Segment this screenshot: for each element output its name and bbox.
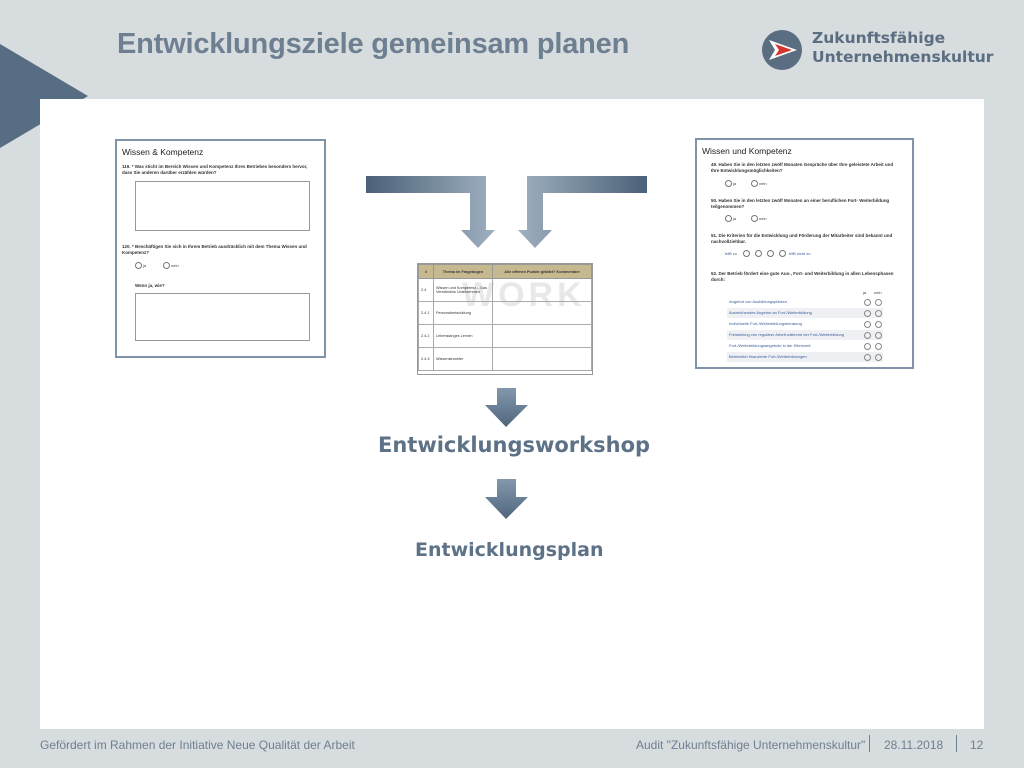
question-51: 51. Die Kriterien für die Entwicklung un… <box>711 233 893 244</box>
q51-scale-right-label: trifft nicht zu <box>789 251 811 256</box>
radio-yes-label: ja <box>143 263 147 268</box>
questionnaire-thumbnail-left: Wissen & Kompetenz 119. * Was sticht im … <box>115 139 326 358</box>
table-row: 2.4.3 Wissenstransfer <box>418 347 592 371</box>
q49-no-label: nein <box>759 181 767 186</box>
footer-separator <box>956 735 957 752</box>
footer-date: 28.11.2018 <box>884 738 944 752</box>
slide-title: Entwicklungsziele gemeinsam planen <box>117 28 630 60</box>
footer-funding-note: Gefördert im Rahmen der Initiative Neue … <box>40 738 355 752</box>
q50-no-label: nein <box>759 216 767 221</box>
q52-row-4: Freistellung von regulärer Arbeit währen… <box>727 330 883 340</box>
logo-line-1: Zukunftsfähige <box>812 29 946 47</box>
footer-audit-name: Audit "Zukunftsfähige Unternehmenskultur… <box>636 738 866 752</box>
q52-col-yes: ja <box>863 290 867 295</box>
question-119: 119. * Was sticht im Bereich Wissen und … <box>122 164 308 175</box>
q49-radio-yes <box>725 180 732 187</box>
questionnaire-left-title: Wissen & Kompetenz <box>122 147 204 157</box>
logo-arrow-icon <box>762 30 802 70</box>
answer-box-119 <box>135 181 310 231</box>
logo: Zukunftsfähige Unternehmenskultur <box>760 28 1000 76</box>
flow-step-workshop: Entwicklungsworkshop <box>378 433 651 457</box>
logo-line-2: Unternehmenskultur <box>812 48 994 66</box>
q51-scale-left-label: trifft zu <box>725 251 737 256</box>
q52-row-6: Betrieblich finanzierte Fort-/Weiterbild… <box>727 352 883 362</box>
radio-no-label: nein <box>171 263 179 268</box>
q52-row-2: Ausreichendes Angebot an Fort-/Weiterbil… <box>727 308 883 318</box>
q49-yes-label: ja <box>733 181 737 186</box>
footer-separator <box>869 735 870 752</box>
questionnaire-right-title: Wissen und Kompetenz <box>702 146 792 156</box>
table-row: 2.4.1 Personalentwicklung <box>418 301 592 325</box>
followup-question: Wenn ja, wie? <box>135 283 165 288</box>
q50-radio-yes <box>725 215 732 222</box>
table-row: 2.4 Wissen und Kompetenz – Das Verständn… <box>418 278 592 302</box>
question-52: 52. Der Betrieb fördert eine gute Aus-, … <box>711 271 894 282</box>
flow-step-plan: Entwicklungsplan <box>415 539 604 561</box>
table-header-cell: # <box>418 264 434 279</box>
question-120: 120. * Beschäftigen Sie sich in Ihrem Be… <box>122 244 307 255</box>
q51-radio-4 <box>779 250 786 257</box>
table-header-cell: Alle offenen Punkte geklärt? Kommentare <box>492 264 592 279</box>
q51-radio-3 <box>767 250 774 257</box>
q50-radio-no <box>751 215 758 222</box>
answer-box-followup <box>135 293 310 341</box>
logo-text: Zukunftsfähige Unternehmenskultur <box>812 29 993 67</box>
table-header-row: # Thema im Fragebogen Alle offenen Punkt… <box>418 264 592 279</box>
q52-row-1: Angebot von Ausbildungsplätzen <box>727 297 883 307</box>
q50-yes-label: ja <box>733 216 737 221</box>
question-50: 50. Haben Sie in den letzten zwölf Monat… <box>711 198 890 209</box>
q52-col-no: nein <box>874 290 882 295</box>
q51-radio-1 <box>743 250 750 257</box>
q52-row-5: Fort-/Weiterbildungsangebote in der Elte… <box>727 341 883 351</box>
table-header-cell: Thema im Fragebogen <box>433 264 493 279</box>
q52-row-3: Individuelle Fort-/Weiterbildungsberatun… <box>727 319 883 329</box>
question-49: 49. Haben Sie in den letzten zwölf Monat… <box>711 162 894 173</box>
q49-radio-no <box>751 180 758 187</box>
radio-yes <box>135 262 142 269</box>
workshop-table-thumbnail: WORK # Thema im Fragebogen Alle offenen … <box>417 263 593 375</box>
footer-page-number: 12 <box>970 738 984 752</box>
radio-no <box>163 262 170 269</box>
workshop-table: # Thema im Fragebogen Alle offenen Punkt… <box>418 264 592 371</box>
q51-radio-2 <box>755 250 762 257</box>
table-row: 2.4.2 Lebenslanges Lernen <box>418 324 592 348</box>
questionnaire-thumbnail-right: Wissen und Kompetenz 49. Haben Sie in de… <box>695 138 914 369</box>
